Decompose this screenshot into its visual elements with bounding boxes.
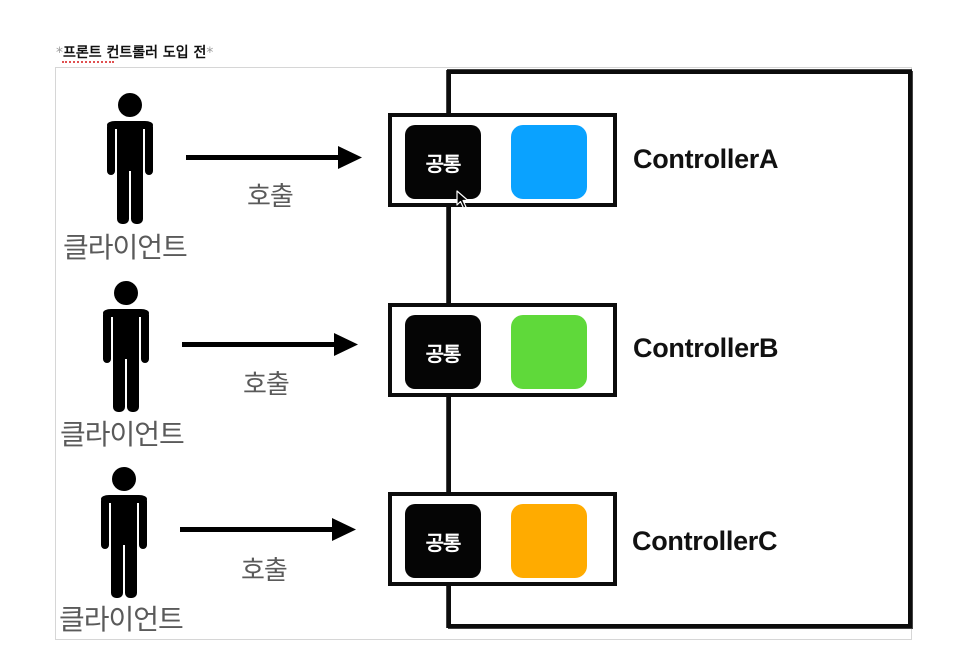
controller-a-box: 공통 <box>388 113 617 207</box>
heading-text: 프론트 컨트롤러 도입 전 <box>63 45 207 61</box>
common-logic-block: 공통 <box>405 125 481 199</box>
client-person-icon <box>104 92 156 226</box>
heading-star-right: * <box>206 45 214 61</box>
controller-logic-swatch <box>511 504 587 578</box>
client-person-icon <box>98 466 150 600</box>
diagram-heading: *프론트 컨트롤러 도입 전* <box>56 42 214 63</box>
common-logic-block: 공통 <box>405 315 481 389</box>
controller-b-label: ControllerB <box>633 333 779 363</box>
call-arrow-icon <box>186 143 366 173</box>
call-label: 호출 <box>247 182 294 212</box>
controller-c-box: 공통 <box>388 492 617 586</box>
controller-logic-swatch <box>511 315 587 389</box>
call-arrow-icon <box>182 330 362 360</box>
controller-c-label: ControllerC <box>632 526 778 556</box>
client-person-icon <box>100 280 152 414</box>
controller-logic-swatch <box>511 125 587 199</box>
client-label: 클라이언트 <box>59 603 184 636</box>
common-logic-block: 공통 <box>405 504 481 578</box>
client-label: 클라이언트 <box>63 231 188 264</box>
call-arrow-icon <box>180 515 360 545</box>
mouse-cursor-icon <box>456 190 470 210</box>
heading-star-left: * <box>56 45 63 61</box>
call-label: 호출 <box>243 370 290 400</box>
call-label: 호출 <box>241 556 288 586</box>
controller-b-box: 공통 <box>388 303 617 397</box>
client-label: 클라이언트 <box>60 418 185 451</box>
spellcheck-underline <box>62 61 114 63</box>
controller-a-label: ControllerA <box>633 144 779 174</box>
